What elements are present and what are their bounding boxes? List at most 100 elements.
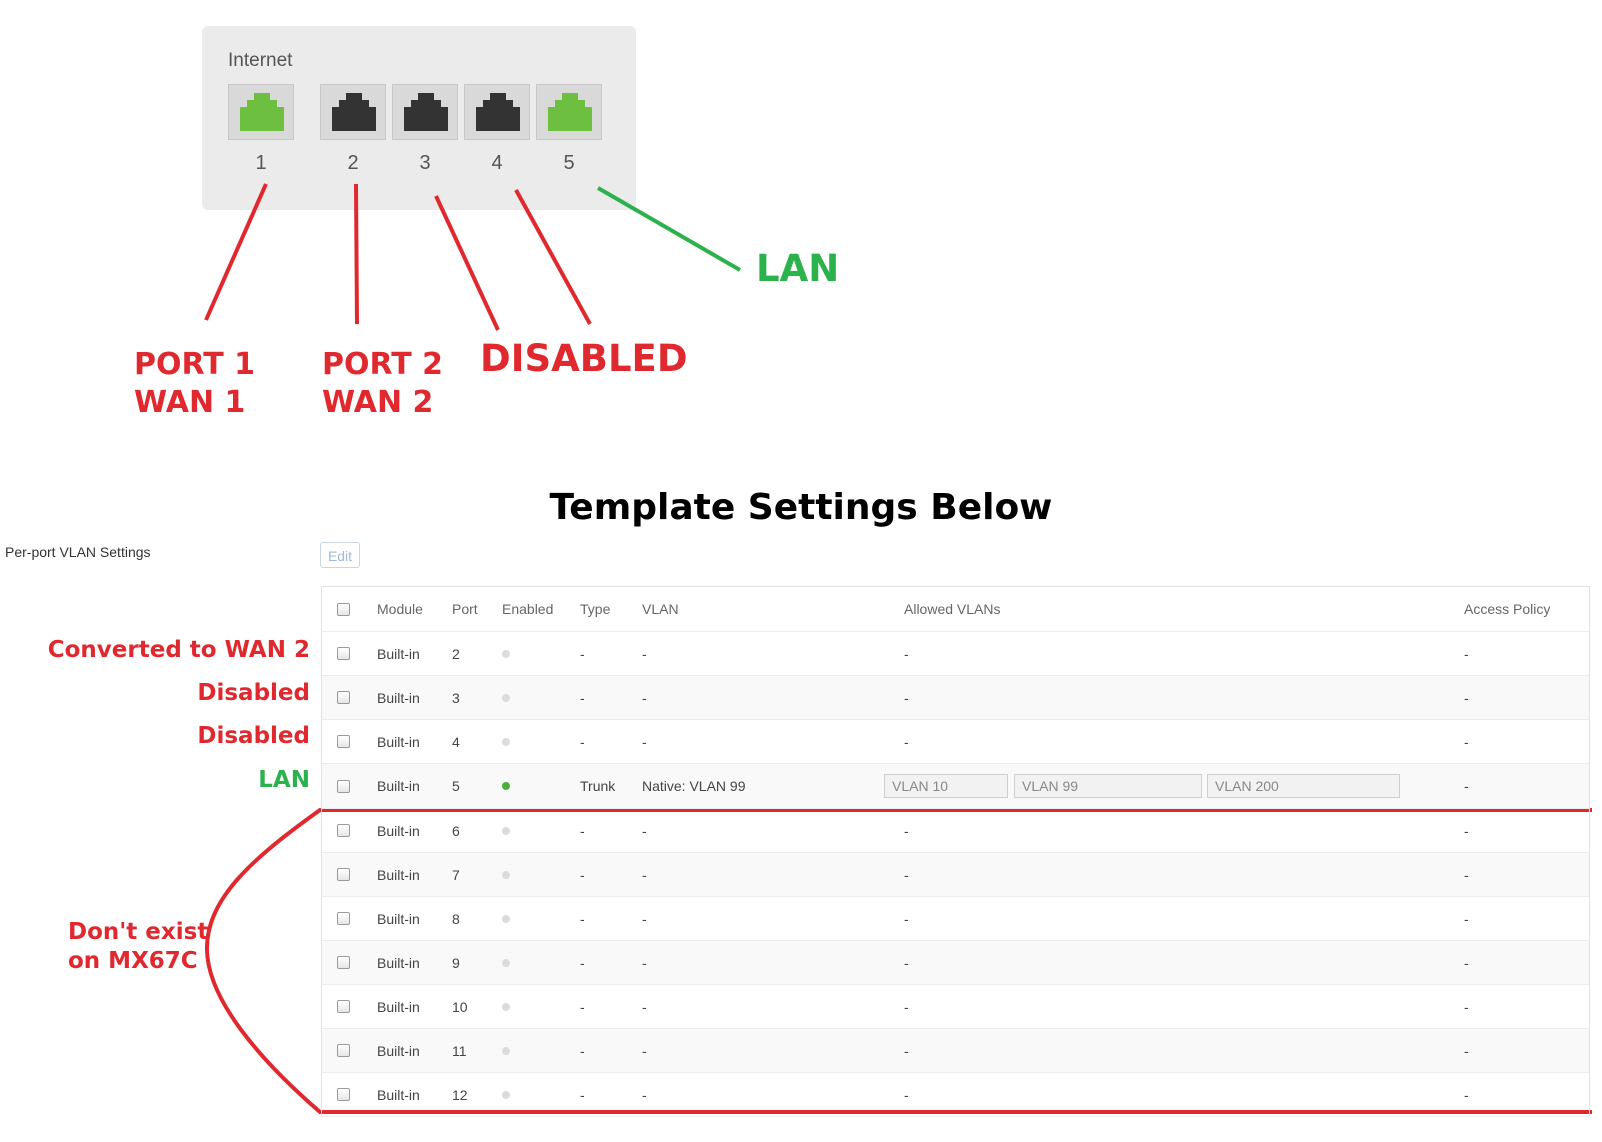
cell-access-policy: -	[1464, 910, 1469, 927]
row-annotation-disabled: Disabled	[197, 680, 310, 706]
row-checkbox[interactable]	[337, 1044, 350, 1057]
row-checkbox-cell[interactable]	[337, 1073, 350, 1116]
cell-port: 3	[452, 689, 460, 706]
row-checkbox[interactable]	[337, 868, 350, 881]
row-checkbox[interactable]	[337, 956, 350, 969]
port-number: 4	[491, 152, 503, 174]
cell-module: Built-in	[377, 1042, 420, 1059]
row-checkbox[interactable]	[337, 1088, 350, 1101]
row-checkbox-cell[interactable]	[337, 853, 350, 896]
cell-vlan: -	[642, 645, 647, 662]
row-checkbox[interactable]	[337, 779, 350, 793]
device-port-panel: Internet 1 2 3 4 5	[202, 26, 636, 210]
cell-port: 8	[452, 910, 460, 927]
cell-access-policy: -	[1464, 954, 1469, 971]
row-checkbox-cell[interactable]	[337, 897, 350, 940]
cell-module: Built-in	[377, 733, 420, 750]
cell-vlan: -	[642, 866, 647, 883]
edit-button[interactable]: Edit	[320, 542, 360, 568]
cell-type: -	[580, 645, 585, 662]
row-checkbox-cell[interactable]	[337, 764, 350, 808]
port-number: 1	[255, 152, 267, 174]
cell-allowed-vlans: -	[904, 645, 909, 662]
row-annotation-disabled: Disabled	[197, 723, 310, 749]
ethernet-port-icon	[548, 93, 592, 131]
cell-port: 6	[452, 822, 460, 839]
row-checkbox[interactable]	[337, 691, 350, 704]
row-checkbox[interactable]	[337, 647, 350, 660]
annotation-text: on MX67C	[68, 947, 198, 974]
column-header-vlan[interactable]: VLAN	[642, 601, 679, 617]
ethernet-port-icon	[332, 93, 376, 131]
column-header-port[interactable]: Port	[452, 601, 478, 617]
cell-access-policy: -	[1464, 689, 1469, 706]
cell-module: Built-in	[377, 954, 420, 971]
row-checkbox[interactable]	[337, 735, 350, 748]
row-checkbox-cell[interactable]	[337, 941, 350, 984]
port-1[interactable]	[228, 84, 294, 140]
cell-module: Built-in	[377, 689, 420, 706]
cell-vlan: -	[642, 1086, 647, 1103]
column-header-module[interactable]: Module	[377, 601, 423, 617]
cell-module: Built-in	[377, 866, 420, 883]
column-header-type[interactable]: Type	[580, 601, 611, 617]
cell-vlan: -	[642, 998, 647, 1015]
row-checkbox-cell[interactable]	[337, 985, 350, 1028]
port-2[interactable]	[320, 84, 386, 140]
enabled-status-dot	[502, 870, 510, 879]
enabled-status-dot	[502, 1002, 510, 1011]
port-5[interactable]	[536, 84, 602, 140]
annotation-port2: PORT 2 WAN 2	[322, 346, 443, 421]
row-checkbox[interactable]	[337, 824, 350, 837]
ethernet-port-icon	[240, 93, 284, 131]
allowed-vlan-tag[interactable]: VLAN 99	[1014, 774, 1202, 798]
cell-access-policy: -	[1464, 822, 1469, 839]
cell-enabled	[502, 941, 510, 984]
select-all-checkbox[interactable]	[337, 602, 350, 616]
cell-access-policy: -	[1464, 645, 1469, 662]
annotation-text: PORT 2	[322, 347, 444, 382]
enabled-status-dot	[502, 737, 510, 746]
column-header-enabled[interactable]: Enabled	[502, 601, 554, 617]
allowed-vlan-tag[interactable]: VLAN 10	[884, 774, 1008, 798]
annotation-lan: LAN	[756, 247, 840, 290]
row-checkbox[interactable]	[337, 912, 350, 925]
select-all-checkbox-cell[interactable]	[337, 587, 350, 631]
row-checkbox-cell[interactable]	[337, 632, 350, 675]
column-header-allowed-vlans[interactable]: Allowed VLANs	[904, 601, 1001, 617]
row-checkbox-cell[interactable]	[337, 809, 350, 852]
port-3[interactable]	[392, 84, 458, 140]
cell-allowed-vlans: -	[904, 1042, 909, 1059]
enabled-status-dot	[502, 782, 510, 790]
cell-vlan: -	[642, 954, 647, 971]
cell-enabled	[502, 720, 510, 763]
table-header-row: Module Port Enabled Type VLAN Allowed VL…	[322, 587, 1589, 632]
cell-allowed-vlans: -	[904, 733, 909, 750]
row-checkbox-cell[interactable]	[337, 1029, 350, 1072]
cell-enabled	[502, 853, 510, 896]
page-title: Template Settings Below	[549, 487, 1053, 528]
port4-callout-line	[514, 189, 592, 325]
cell-module: Built-in	[377, 910, 420, 927]
cell-allowed-vlans: -	[904, 689, 909, 706]
port-4[interactable]	[464, 84, 530, 140]
column-header-access-policy[interactable]: Access Policy	[1464, 601, 1551, 617]
row-checkbox[interactable]	[337, 1000, 350, 1013]
cell-enabled	[502, 1073, 510, 1116]
row-checkbox-cell[interactable]	[337, 676, 350, 719]
cell-allowed-vlans: -	[904, 1086, 909, 1103]
cell-port: 9	[452, 954, 460, 971]
row-checkbox-cell[interactable]	[337, 720, 350, 763]
allowed-vlan-tag[interactable]: VLAN 200	[1207, 774, 1400, 798]
